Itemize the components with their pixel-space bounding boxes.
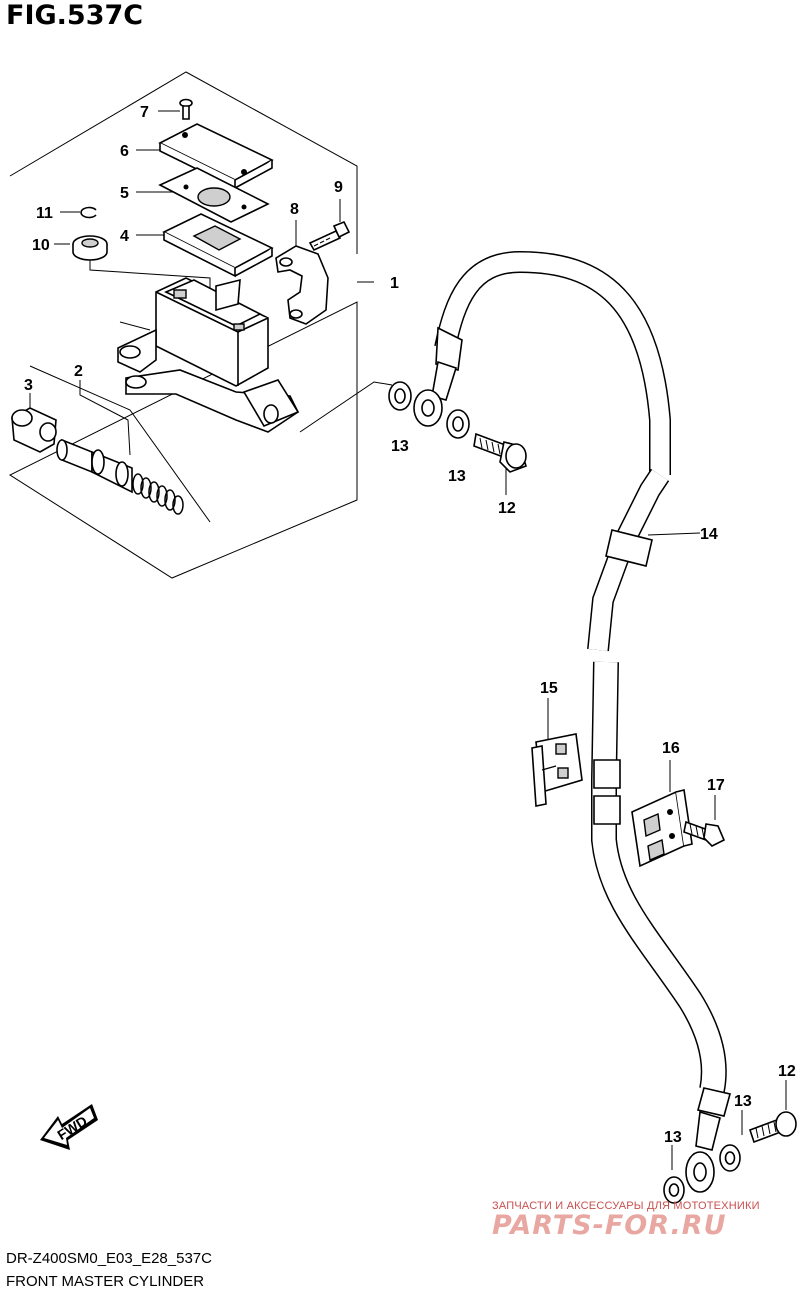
callout-6: 6 [120, 143, 129, 160]
brake-hose-lower [591, 661, 731, 1193]
leader-lines [29, 110, 787, 1170]
union-bolt-part-12-a [473, 432, 527, 473]
figure-name: FRONT MASTER CYLINDER [6, 1273, 205, 1290]
piston-spring-part-2 [56, 438, 184, 515]
boot-part-10 [72, 235, 108, 261]
callout-1: 1 [390, 275, 399, 292]
clamp-part-8 [275, 245, 329, 325]
callout-10: 10 [32, 237, 50, 254]
brake-hose-upper [413, 250, 671, 652]
callout-2: 2 [74, 363, 83, 380]
washer-part-13-d [663, 1176, 685, 1204]
callout-9: 9 [334, 179, 343, 196]
watermark: ЗАПЧАСТИ И АКСЕССУАРЫ ДЛЯ МОТОТЕХНИКИ PA… [492, 1200, 792, 1241]
callout-3: 3 [24, 377, 33, 394]
callout-11: 11 [36, 205, 53, 222]
plate-part-5 [158, 167, 270, 223]
figure-code: DR-Z400SM0_E03_E28_537C [6, 1250, 212, 1267]
callout-12-b: 12 [778, 1063, 796, 1080]
callout-15: 15 [540, 680, 558, 697]
bolt-part-9 [308, 220, 351, 252]
callout-13-d: 13 [664, 1129, 682, 1146]
callout-4: 4 [120, 228, 129, 245]
callout-13-a: 13 [391, 438, 409, 455]
diaphragm-part-4 [162, 213, 274, 278]
callout-12-a: 12 [498, 500, 516, 517]
callout-5: 5 [120, 185, 129, 202]
washer-part-13-b [446, 409, 470, 439]
hose-clamp-part-16 [631, 789, 693, 868]
union-bolt-part-12-b [748, 1111, 797, 1144]
fwd-arrow-icon: FWD [40, 1104, 98, 1150]
watermark-caption: ЗАПЧАСТИ И АКСЕССУАРЫ ДЛЯ МОТОТЕХНИКИ [492, 1200, 760, 1212]
callout-17: 17 [707, 777, 725, 794]
watermark-logo: PARTS-FOR.RU [492, 1210, 727, 1241]
assembly-outline [8, 71, 358, 579]
piston-boot-part-3 [11, 407, 57, 453]
washer-part-13-c [719, 1144, 741, 1172]
callout-8: 8 [290, 201, 299, 218]
circlip-part-11 [80, 206, 97, 219]
callout-13-b: 13 [448, 468, 466, 485]
figure-title: FIG.537C [6, 0, 144, 31]
callout-7: 7 [140, 104, 149, 121]
screw-part-7 [179, 98, 193, 120]
callout-labels: 7 6 5 4 11 10 9 8 1 3 2 13 13 12 14 15 1… [24, 104, 796, 1146]
bolt-part-17 [683, 820, 726, 847]
callout-13-c: 13 [734, 1093, 752, 1110]
callout-14: 14 [700, 526, 718, 543]
hose-clamp-part-15 [531, 733, 583, 807]
callout-16: 16 [662, 740, 680, 757]
washer-part-13-a [388, 381, 412, 411]
master-cylinder-body-part-1 [117, 277, 300, 433]
